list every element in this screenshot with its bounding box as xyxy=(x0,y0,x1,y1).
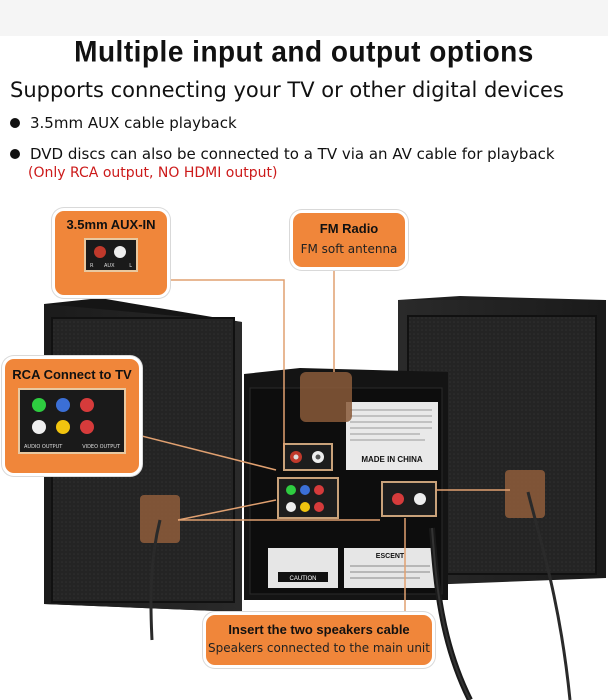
main-unit: MADE IN CHINA CAUTION ESCENT xyxy=(244,368,473,700)
speaker-cable-callout: Insert the two speakers cable Speakers c… xyxy=(203,612,435,668)
bullet-dvd: DVD discs can also be connected to a TV … xyxy=(10,145,555,163)
right-speaker-terminal-highlight xyxy=(505,470,545,518)
rca-callout: RCA Connect to TV AUDIO OUTPUT VIDEO OUT… xyxy=(2,356,142,476)
made-in-label: MADE IN CHINA xyxy=(361,455,423,464)
left-speaker-terminal-highlight xyxy=(140,495,180,543)
fm-radio-caption: FM soft antenna xyxy=(300,242,398,256)
caution-label: CAUTION xyxy=(290,576,317,582)
aux-in-callout: 3.5mm AUX-IN R AUX L xyxy=(52,208,170,298)
speaker-cable-title: Insert the two speakers cable xyxy=(228,622,410,637)
aux-in-jack-icon: R AUX L xyxy=(84,238,138,272)
aux-in-title: 3.5mm AUX-IN xyxy=(66,217,156,232)
bullet-dot-icon xyxy=(10,117,20,128)
rca-title: RCA Connect to TV xyxy=(12,367,132,382)
speaker-output-panel xyxy=(381,481,437,517)
top-strip xyxy=(0,0,608,36)
bullet-text: DVD discs can also be connected to a TV … xyxy=(30,145,555,163)
brand-label: ESCENT xyxy=(376,553,405,560)
bullet-aux: 3.5mm AUX cable playback xyxy=(10,114,237,132)
bullet-text: 3.5mm AUX cable playback xyxy=(30,114,237,132)
speaker-cable-caption: Speakers connected to the main unit xyxy=(208,641,430,655)
rca-note: (Only RCA output, NO HDMI output) xyxy=(28,165,278,181)
headline: Multiple input and output options xyxy=(74,35,534,68)
fm-radio-callout: FM Radio FM soft antenna xyxy=(290,210,408,270)
rca-jack-icon: AUDIO OUTPUT VIDEO OUTPUT xyxy=(18,388,126,454)
subtitle: Supports connecting your TV or other dig… xyxy=(10,78,564,102)
fm-antenna-highlight xyxy=(300,372,352,422)
fm-radio-title: FM Radio xyxy=(319,221,379,236)
rca-jack-panel xyxy=(277,477,339,519)
callout-lines xyxy=(117,262,510,612)
bullet-dot-icon xyxy=(10,148,20,159)
